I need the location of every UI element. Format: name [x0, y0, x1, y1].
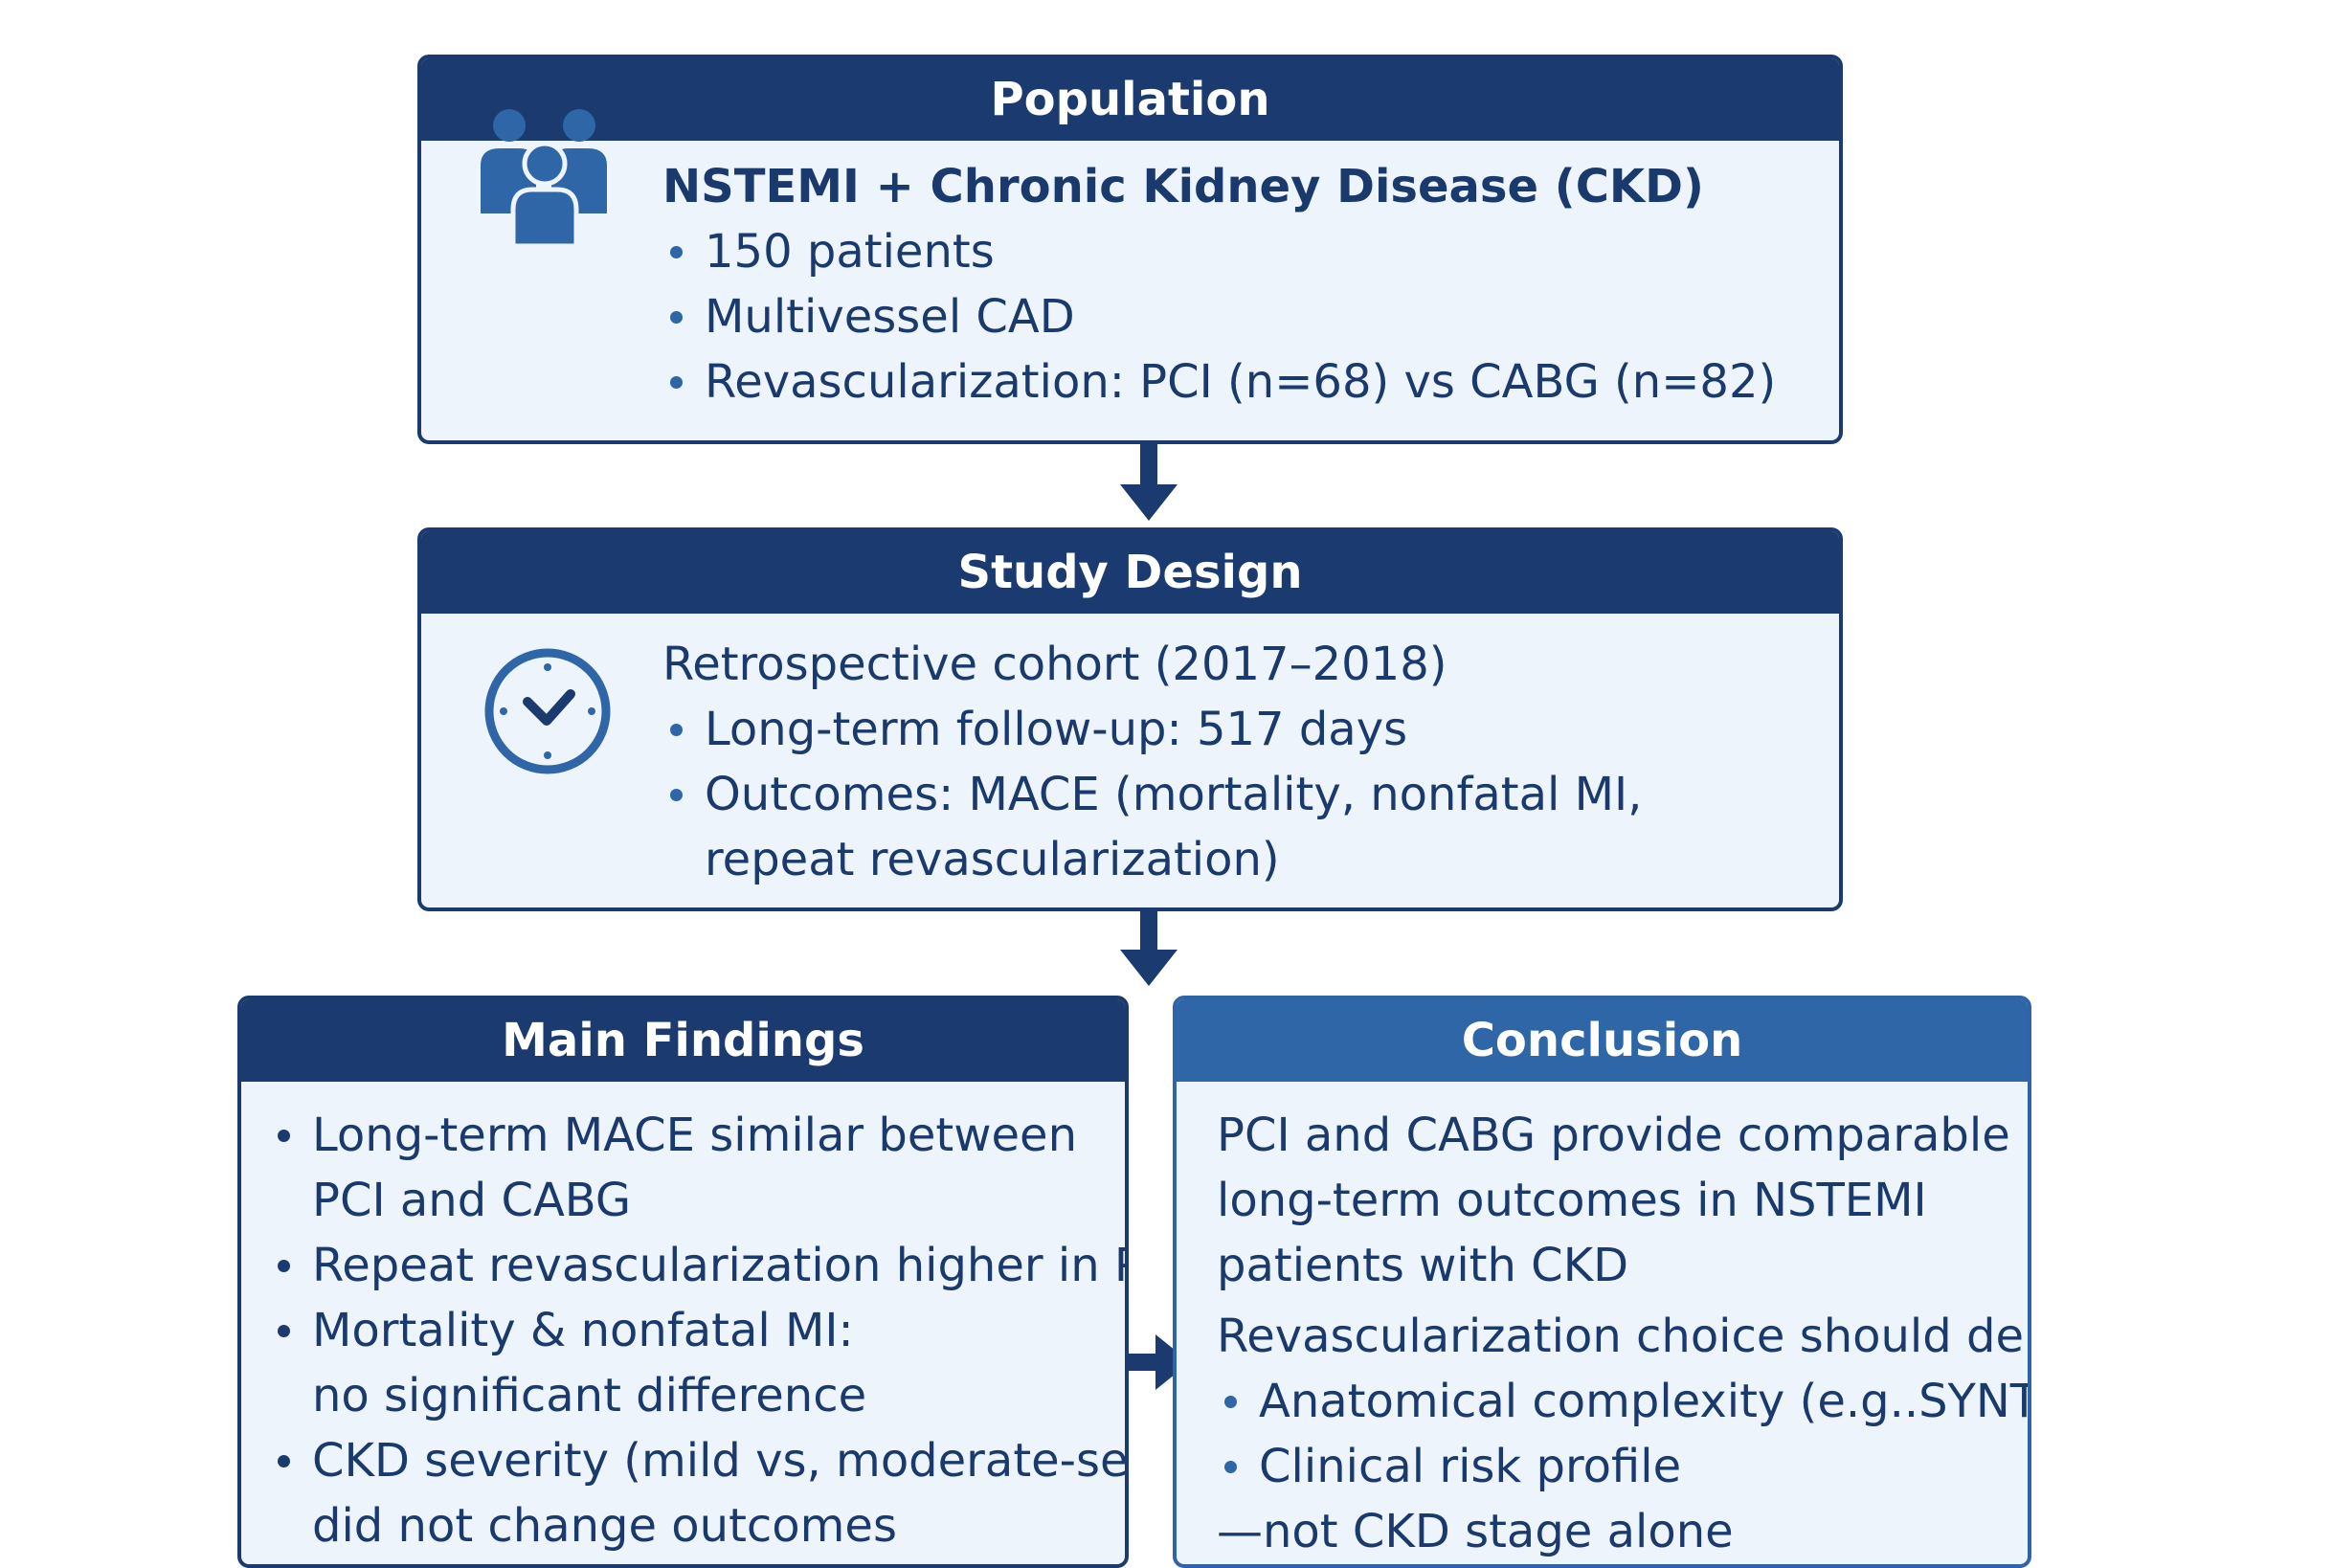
conclusion-bullet: Anatomical complexity (e.g..SYNTAX.score…: [1217, 1369, 2028, 1434]
conclusion-choice-intro: Revascularization choice should deped on…: [1217, 1310, 2028, 1363]
finding-line: Mortality & nonfatal MI:: [312, 1304, 854, 1357]
population-bullet: 150 patients: [662, 219, 1776, 284]
down-arrow-icon: [1120, 444, 1178, 521]
conclusion-summary-line: patients with CKD: [1217, 1239, 1629, 1292]
conclusion-summary-line: PCI and CABG provide comparable: [1217, 1109, 2010, 1162]
study-design-bullet-line: Outcomes: MACE (mortality, nonfatal MI,: [705, 768, 1643, 821]
study-design-title: Retrospective cohort (2017–2018): [662, 638, 1447, 691]
finding-item: Long-term MACE similar between PCI and C…: [270, 1103, 1125, 1233]
finding-line: no significant difference: [312, 1369, 867, 1422]
finding-line: Repeat revascularization higher in PCI: [312, 1239, 1129, 1292]
finding-line: PCI and CABG: [312, 1174, 632, 1227]
population-box: Population NSTEMI + Chronic Kidney Disea…: [417, 55, 1843, 444]
clock-icon: [484, 648, 611, 774]
study-design-bullet: Long-term follow-up: 517 days: [662, 697, 1642, 762]
study-design-box: Study Design Retrospective cohort (2017–…: [417, 527, 1843, 911]
population-bullet: Revascularization: PCI (n=68) vs CABG (n…: [662, 349, 1776, 414]
conclusion-summary-line: long-term outcomes in NSTEMI: [1217, 1174, 1927, 1227]
finding-line: Long-term MACE similar between: [312, 1109, 1077, 1162]
conclusion-bullet: Clinical risk profile: [1217, 1434, 2028, 1499]
population-header: Population: [421, 58, 1839, 141]
finding-line: did not change outcomes: [312, 1499, 897, 1553]
conclusion-header: Conclusion: [1177, 999, 2028, 1082]
conclusion-box: Conclusion PCI and CABG provide comparab…: [1173, 996, 2031, 1568]
finding-item: CKD severity (mild vs, moderate-severe):…: [270, 1428, 1129, 1558]
people-group-icon: [481, 109, 607, 249]
population-title: NSTEMI + Chronic Kidney Disease (CKD): [662, 160, 1704, 213]
conclusion-closing: —not CKD stage alone: [1217, 1505, 1734, 1558]
finding-line: CKD severity (mild vs, moderate-severe):: [312, 1434, 1129, 1488]
main-findings-box: Main Findings Long-term MACE similar bet…: [237, 996, 1129, 1568]
finding-item: Mortality & nonfatal MI: no significant …: [270, 1298, 1125, 1428]
population-bullet: Multivessel CAD: [662, 284, 1776, 349]
study-design-bullet: Outcomes: MACE (mortality, nonfatal MI, …: [662, 762, 1642, 892]
main-findings-header: Main Findings: [241, 999, 1125, 1082]
study-design-bullet-line: repeat revascularization): [705, 833, 1280, 886]
study-design-header: Study Design: [421, 531, 1839, 614]
finding-item: Repeat revascularization higher in PCI: [270, 1233, 1129, 1298]
down-arrow-icon: [1120, 911, 1178, 986]
